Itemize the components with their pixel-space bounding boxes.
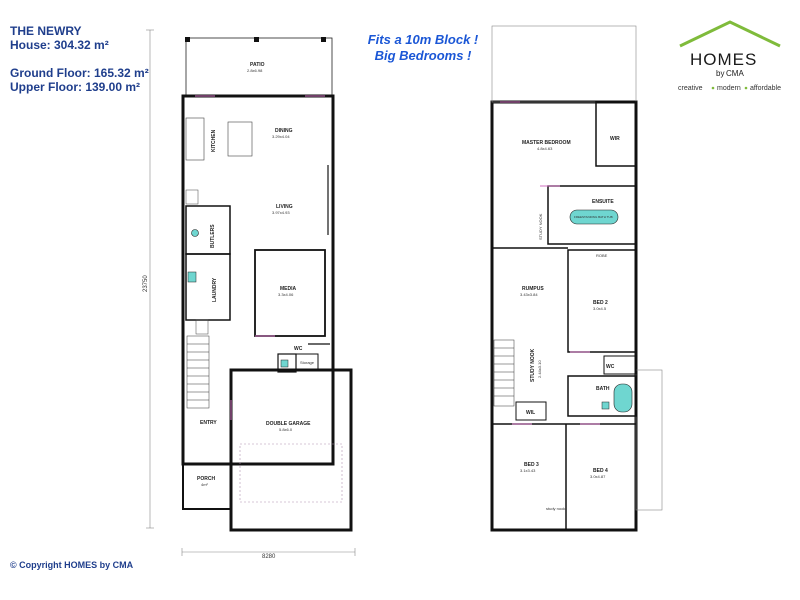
wc-label: WC <box>294 346 303 352</box>
upper-floor-plan: MASTER BEDROOM 4.8x4.63 WIR ENSUITE FREE… <box>490 25 663 532</box>
depth-dimension: 23750 <box>143 275 149 292</box>
ensuite-label: ENSUITE <box>592 199 614 205</box>
logo-tag-3: affordable <box>750 85 781 92</box>
master-label: MASTER BEDROOM <box>522 140 571 146</box>
patio-label: PATIO <box>250 62 265 68</box>
logo-by: by <box>716 69 724 78</box>
bath-tub-icon <box>613 383 633 413</box>
ground-floor-area: Ground Floor: 165.32 m² <box>10 66 149 80</box>
freestanding-bath-icon <box>569 209 619 225</box>
toilet-icon <box>280 359 289 368</box>
wil-label: WIL <box>526 410 535 416</box>
rumpus-label: RUMPUS <box>522 286 544 292</box>
width-dimension: 8280 <box>262 554 276 560</box>
logo-tag-2: modern <box>717 85 741 92</box>
house-area: House: 304.32 m² <box>10 38 109 52</box>
storage-label: Storage <box>300 360 315 365</box>
tag-dot-icon <box>744 86 748 90</box>
upper-wc-label: WC <box>606 364 615 370</box>
bed4-size: 3.0x4.87 <box>590 474 606 479</box>
study-nook-small-label: study nook <box>546 506 565 511</box>
homes-by-cma-logo: HOMES by CMA creative modern affordable <box>678 20 781 92</box>
laundry-label: LAUNDRY <box>212 277 218 302</box>
living-size: 3.97x4.93 <box>272 210 290 215</box>
logo-cma: CMA <box>726 69 744 78</box>
garage-label: DOUBLE GARAGE <box>266 421 311 427</box>
media-label: MEDIA <box>280 286 297 292</box>
tag-dot-icon <box>711 86 715 90</box>
kitchen-label: KITCHEN <box>211 129 217 152</box>
porch-label: PORCH <box>197 476 215 482</box>
study-nook-size: 2.44x3.10 <box>537 360 542 378</box>
study-nook-master-label: STUDY NOOK <box>538 213 543 240</box>
promo-line-1: Fits a 10m Block ! <box>367 32 479 47</box>
dining-size: 3.29x4.04 <box>272 134 290 139</box>
roof-icon <box>679 20 781 48</box>
garage-size: 5.8x6.0 <box>279 427 293 432</box>
patio-size: 2.8x6.98 <box>247 68 263 73</box>
bed2-size: 3.0x4.5 <box>593 306 607 311</box>
robe-label: ROBE <box>596 253 608 258</box>
bath-tub-label: FREESTANDING BATH TUB <box>574 215 613 219</box>
dining-label: DINING <box>275 128 293 134</box>
bath-label: BATH <box>596 386 610 392</box>
ground-floor-plan: 23750 8280 PATIO 2.8x6.98 KITCHEN DINING… <box>143 29 356 560</box>
logo-tag-1: creative <box>678 85 703 92</box>
bed4-label: BED 4 <box>593 468 608 474</box>
copyright: © Copyright HOMES by CMA <box>10 560 134 570</box>
logo-word: HOMES <box>690 50 757 69</box>
bed3-label: BED 3 <box>524 462 539 468</box>
entry-label: ENTRY <box>200 420 217 426</box>
media-size: 3.3x4.06 <box>278 292 294 297</box>
butlers-label: BUTLERS <box>210 224 216 248</box>
bed2-label: BED 2 <box>593 300 608 306</box>
laundry-tub-icon <box>187 271 197 283</box>
upper-toilet-icon <box>601 401 610 410</box>
porch-size: 4m² <box>201 482 209 487</box>
bed3-size: 3.1x3.43 <box>520 468 536 473</box>
promo-line-2: Big Bedrooms ! <box>374 48 472 63</box>
plan-name: THE NEWRY <box>10 24 82 38</box>
study-nook-label: STUDY NOOK <box>530 348 536 382</box>
rumpus-size: 3.43x3.84 <box>520 292 538 297</box>
sink-icon <box>191 229 199 237</box>
master-size: 4.8x4.63 <box>537 146 553 151</box>
upper-floor-area: Upper Floor: 139.00 m² <box>10 80 141 94</box>
living-label: LIVING <box>276 204 293 210</box>
wir-label: WIR <box>610 136 620 142</box>
